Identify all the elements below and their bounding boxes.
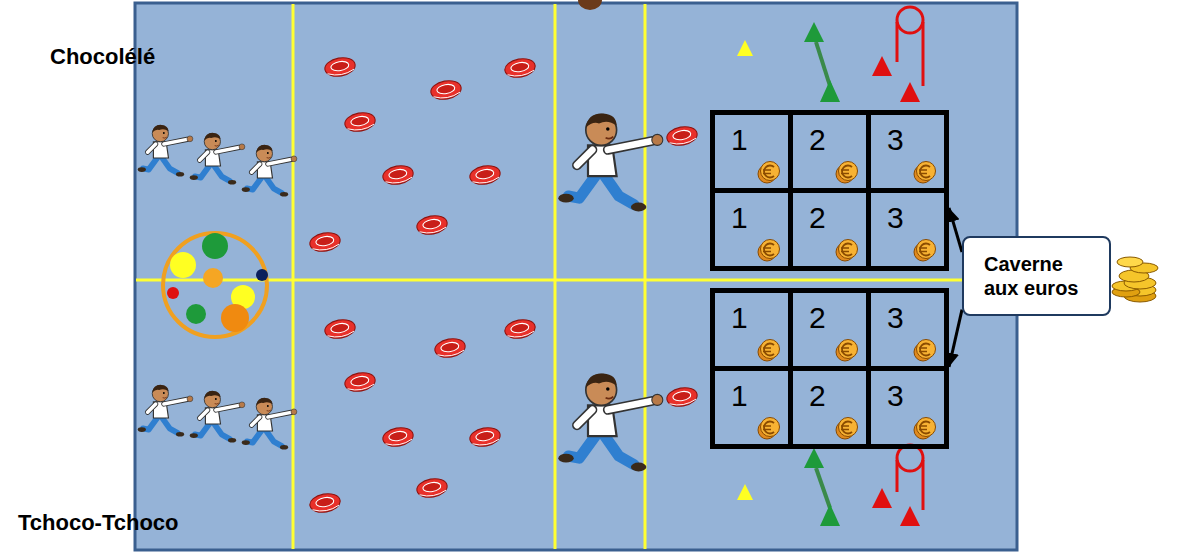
node-text: 3 (871, 293, 944, 335)
node-text: Caverne aux euros (984, 252, 1089, 300)
node-text: 3 (871, 115, 944, 157)
node-text: 3 (871, 371, 944, 413)
grid-cell: 1 (710, 288, 793, 371)
node-text: 3 (871, 193, 944, 235)
field-lines (136, 4, 1016, 549)
callout-box: Caverne aux euros (962, 236, 1111, 316)
node-text: 2 (793, 115, 866, 157)
pointer-arrow (949, 208, 962, 252)
node-text: 2 (793, 193, 866, 235)
grid-cell: 3 (866, 288, 949, 371)
grid-cell: 2 (788, 366, 871, 449)
team-name: Chocolélé (50, 44, 155, 70)
euro-coins (758, 162, 936, 440)
pointer-arrow (949, 310, 962, 367)
node-text: 2 (793, 371, 866, 413)
node-text: 1 (715, 115, 788, 157)
grid-cell: 2 (788, 288, 871, 371)
frisbees (308, 55, 698, 514)
grid-cell: 1 (710, 366, 793, 449)
grid-cell: 1 (710, 110, 793, 193)
grid-cell: 1 (710, 188, 793, 271)
grid-cell: 2 (788, 188, 871, 271)
node-text: 1 (715, 193, 788, 235)
node-text: 1 (715, 371, 788, 413)
grid-cell: 3 (866, 188, 949, 271)
players (138, 113, 663, 471)
ball-circle (163, 233, 268, 337)
ball (578, 0, 602, 10)
node-text: 2 (793, 293, 866, 335)
grid-cell: 3 (866, 110, 949, 193)
grid-cell: 3 (866, 366, 949, 449)
coin-stack (1112, 257, 1158, 302)
playing-field (135, 3, 1017, 550)
grid-cell: 2 (788, 110, 871, 193)
node-text: 1 (715, 293, 788, 335)
team-name: Tchoco-Tchoco (18, 510, 179, 536)
